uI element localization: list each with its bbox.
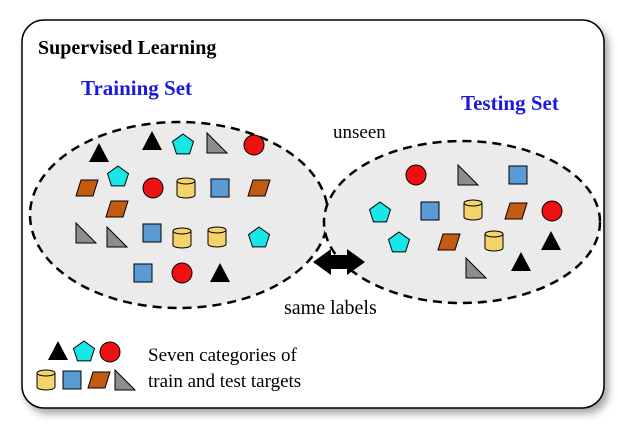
same-labels-label: same labels (284, 297, 377, 319)
right-triangle-shape (114, 368, 137, 391)
triangle-shape (541, 231, 561, 250)
cylinder-shape (484, 230, 504, 252)
testing-set-label: Testing Set (461, 91, 559, 115)
parallelogram-shape (504, 202, 528, 220)
square-shape (508, 165, 528, 185)
right-triangle-shape (465, 256, 488, 279)
pentagon-shape (368, 201, 392, 223)
triangle-shape (48, 341, 68, 360)
triangle-shape (210, 263, 230, 282)
square-shape (142, 223, 162, 243)
square-shape (133, 263, 153, 283)
cylinder-shape (207, 226, 227, 248)
pentagon-shape (247, 226, 271, 248)
pentagon-shape (171, 133, 195, 155)
shape-markers (36, 131, 563, 391)
parallelogram-shape (75, 179, 99, 197)
testing-set-ellipse (322, 139, 602, 305)
square-shape (420, 201, 440, 221)
circle-shape (243, 134, 265, 156)
double-arrow-icon (313, 249, 365, 275)
circle-shape (171, 262, 193, 284)
parallelogram-shape (105, 200, 129, 218)
diagram-title: Supervised Learning (38, 37, 217, 59)
pentagon-shape (387, 231, 411, 253)
pentagon-shape (72, 340, 96, 362)
legend-text-line2: train and test targets (148, 371, 302, 392)
cylinder-shape (176, 177, 196, 199)
cylinder-shape (36, 369, 56, 391)
square-shape (62, 370, 82, 390)
triangle-shape (142, 131, 162, 150)
circle-shape (405, 164, 427, 186)
right-triangle-shape (106, 225, 129, 248)
pentagon-shape (106, 165, 130, 187)
parallelogram-shape (437, 233, 461, 251)
circle-shape (142, 177, 164, 199)
legend-text-line1: Seven categories of (148, 345, 297, 366)
square-shape (210, 178, 230, 198)
parallelogram-shape (247, 179, 271, 197)
right-triangle-shape (75, 221, 98, 244)
right-triangle-shape (457, 163, 480, 186)
right-triangle-shape (206, 131, 229, 154)
circle-shape (541, 200, 563, 222)
circle-shape (99, 341, 121, 363)
triangle-shape (89, 143, 109, 162)
unseen-label: unseen (333, 122, 386, 143)
triangle-shape (511, 252, 531, 271)
cylinder-shape (463, 199, 483, 221)
training-set-label: Training Set (81, 76, 193, 100)
parallelogram-shape (87, 371, 111, 389)
cylinder-shape (172, 227, 192, 249)
